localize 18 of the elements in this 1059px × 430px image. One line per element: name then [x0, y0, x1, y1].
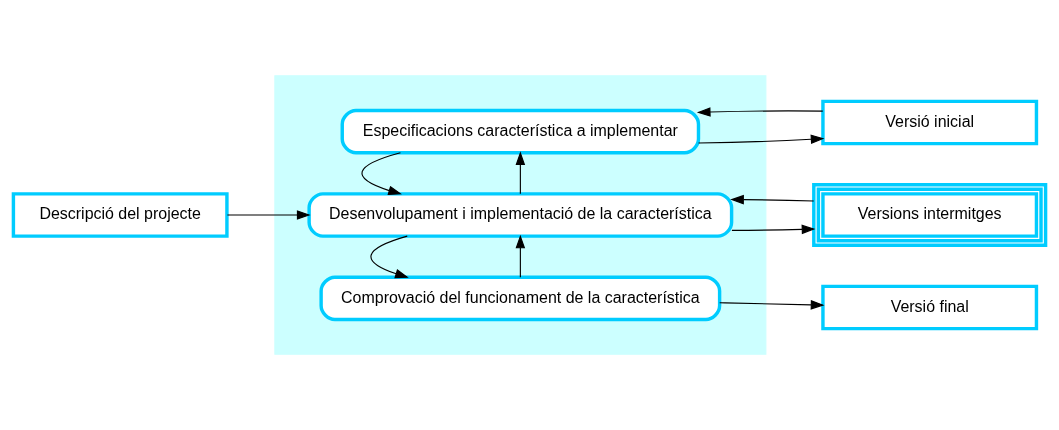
node-box: Descripció del projecte	[11, 192, 229, 238]
node-box: Versions intermitges	[812, 183, 1048, 247]
arrow	[698, 134, 825, 145]
node-box: Versió final	[821, 284, 1039, 331]
arrow	[719, 300, 825, 310]
arrow	[731, 224, 816, 235]
node-box: Comprovació del funcionament de la característica	[319, 275, 722, 322]
node-box: Desenvolupament i implementació de la característica	[307, 192, 734, 238]
arrow	[361, 152, 402, 196]
arrow	[226, 210, 311, 220]
cluster	[274, 75, 767, 355]
arrow	[696, 107, 824, 117]
arrow	[515, 151, 526, 195]
arrow	[370, 235, 409, 279]
node-box: Especificacions característica a implementar	[340, 108, 701, 155]
node-box: Versió inicial	[821, 99, 1039, 146]
arrow	[730, 194, 815, 205]
arrow	[515, 234, 526, 278]
